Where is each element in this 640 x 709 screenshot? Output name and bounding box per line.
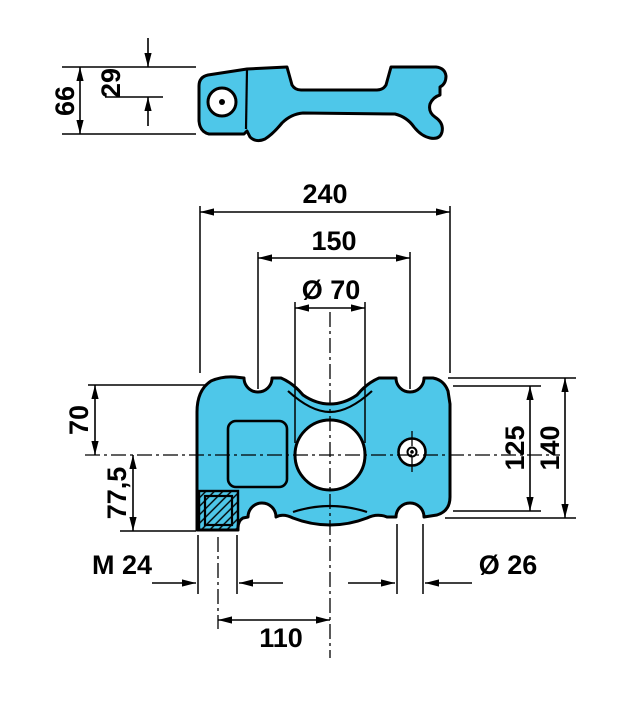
dim-label-66: 66	[50, 86, 80, 116]
side-view	[197, 65, 448, 143]
front-view	[195, 375, 452, 532]
dim-label-29: 29	[96, 68, 126, 98]
pocket-recess	[226, 419, 289, 489]
front-view-extension-lines	[88, 206, 576, 594]
dim-label-110: 110	[259, 623, 303, 653]
centerlines	[85, 312, 560, 658]
dim-label-150: 150	[311, 226, 356, 256]
dim-label-240: 240	[302, 179, 347, 209]
dim-label-dia70: Ø 70	[302, 275, 361, 305]
side-view-body	[197, 65, 448, 143]
front-view-dimension-lines	[91, 208, 569, 624]
dim-label-77-5: 77,5	[102, 467, 132, 520]
dim-label-125: 125	[500, 425, 530, 470]
dim-label-140: 140	[535, 425, 565, 470]
dim-label-dia26: Ø 26	[479, 550, 538, 580]
front-view-dimension-labels: 240 150 Ø 70 70 77,5 125 140 M 24 Ø 26 1…	[64, 179, 565, 653]
side-view-boss-edge	[244, 68, 249, 130]
dim-label-70: 70	[64, 405, 94, 435]
side-view-dimensions: 66 29	[50, 38, 196, 135]
side-view-hole-center	[219, 99, 225, 105]
thread-bore-outline	[203, 494, 234, 527]
dim-label-m24: M 24	[92, 550, 152, 580]
